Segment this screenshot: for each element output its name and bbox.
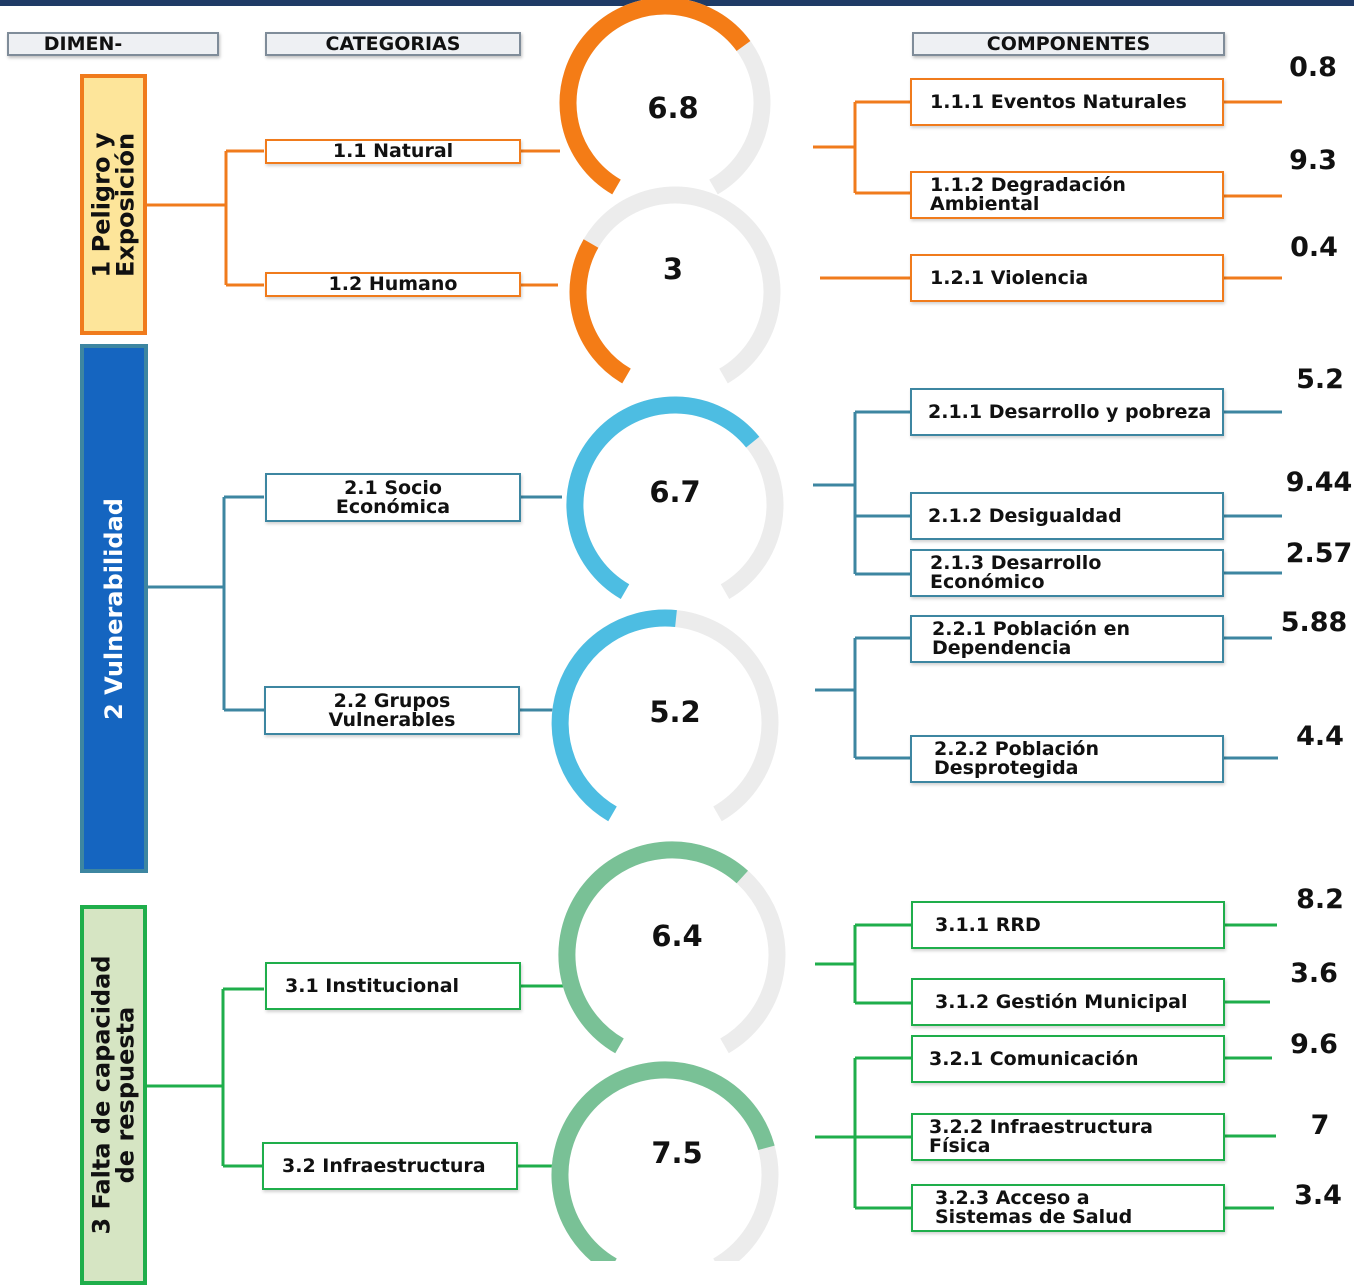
component-1-2-1: 1.2.1 Violencia xyxy=(910,254,1224,302)
gauge-fill xyxy=(559,0,751,195)
component-1-1-2-value: 9.3 xyxy=(1289,145,1337,176)
gauge-fill xyxy=(566,396,760,599)
component-2-2-2-value: 4.4 xyxy=(1296,721,1344,752)
component-1-1-1-value: 0.8 xyxy=(1289,52,1337,83)
gauge-fill xyxy=(569,239,631,384)
gauge-fill xyxy=(558,841,748,1054)
components-header: COMPONENTES xyxy=(912,32,1225,56)
component-1-1-1: 1.1.1 Eventos Naturales xyxy=(910,78,1224,126)
component-3-1-2: 3.1.2 Gestión Municipal xyxy=(911,978,1225,1026)
component-2-1-2-value: 9.44 xyxy=(1285,467,1353,498)
category-1-2: 1.2 Humano xyxy=(265,272,521,297)
component-3-2-2-value: 7 xyxy=(1310,1110,1330,1141)
gauge-3-value: 6.7 xyxy=(649,475,701,509)
component-2-1-1-value: 5.2 xyxy=(1296,364,1344,395)
dimension-2-bar: 2 Vulnerabilidad xyxy=(80,344,148,873)
component-3-1-2-value: 3.6 xyxy=(1290,958,1338,989)
categories-header: CATEGORIAS xyxy=(265,32,521,56)
component-2-1-3-value: 2.57 xyxy=(1285,538,1353,569)
gauge-5-value: 6.4 xyxy=(651,919,703,953)
gauge-fill xyxy=(551,609,677,822)
gauge-2-value: 3 xyxy=(662,252,684,286)
component-1-2-1-value: 0.4 xyxy=(1290,232,1338,263)
gauge-4-value: 5.2 xyxy=(649,695,701,729)
gauge-1-value: 6.8 xyxy=(647,91,699,125)
component-3-1-1-value: 8.2 xyxy=(1296,884,1344,915)
dimensions-header: DIMEN- xyxy=(7,32,219,56)
component-2-1-2: 2.1.2 Desigualdad xyxy=(910,492,1224,540)
gauge-fill xyxy=(551,1061,775,1261)
component-3-2-3-value: 3.4 xyxy=(1294,1180,1342,1211)
component-3-2-1: 3.2.1 Comunicación xyxy=(911,1035,1225,1083)
category-3-1: 3.1 Institucional xyxy=(265,962,521,1010)
component-2-2-1-value: 5.88 xyxy=(1280,607,1348,638)
component-3-2-1-value: 9.6 xyxy=(1290,1029,1338,1060)
component-2-1-1: 2.1.1 Desarrollo y pobreza xyxy=(910,388,1224,436)
category-3-2: 3.2 Infraestructura xyxy=(262,1142,518,1190)
component-3-1-1: 3.1.1 RRD xyxy=(911,901,1225,949)
gauge-6-value: 7.5 xyxy=(651,1136,703,1170)
category-1-1: 1.1 Natural xyxy=(265,139,521,164)
